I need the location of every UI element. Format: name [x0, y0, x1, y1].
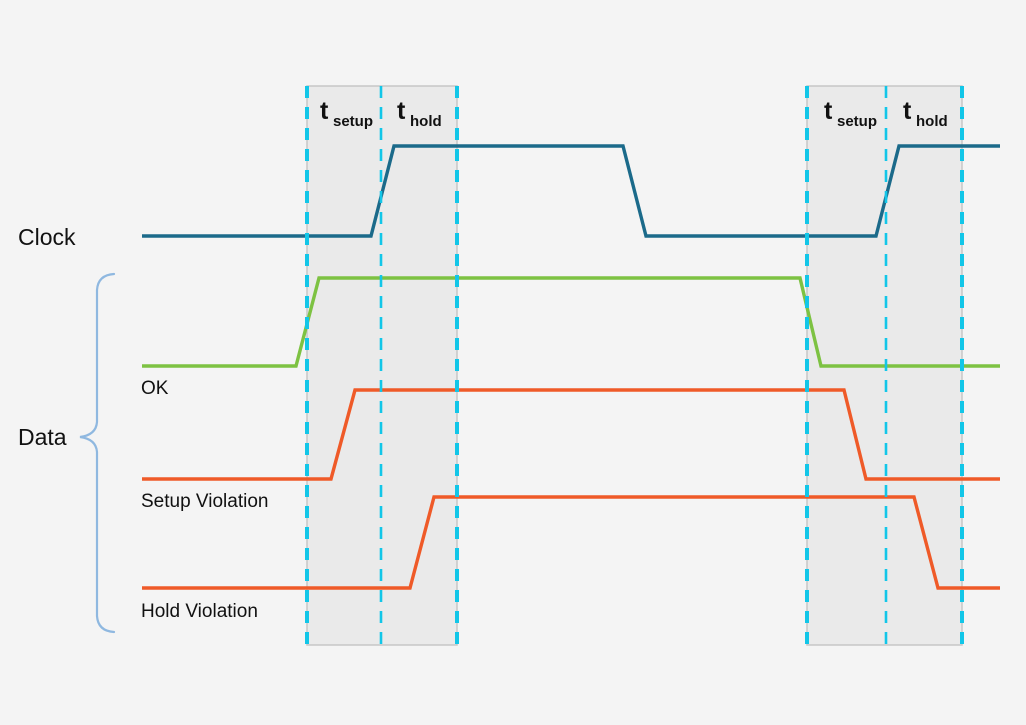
t-setup-symbol-1: t [320, 97, 329, 125]
signal-label-ok: OK [141, 378, 169, 399]
signal-label-hold-violation: Hold Violation [141, 601, 258, 622]
setup-violation-trace [142, 388, 1000, 481]
t-hold-annotation-2: t hold [903, 97, 948, 130]
t-hold-subscript-2: hold [916, 113, 948, 130]
t-setup-symbol-2: t [824, 97, 833, 125]
signal-group-label-data: Data [18, 424, 67, 450]
clock-trace [142, 144, 1000, 238]
signal-label-setup-violation: Setup Violation [141, 491, 268, 512]
t-setup-subscript-1: setup [333, 113, 373, 130]
t-hold-symbol-1: t [397, 97, 406, 125]
t-hold-subscript-1: hold [410, 113, 442, 130]
t-setup-annotation-1: t setup [320, 97, 373, 130]
hold-violation-trace [142, 495, 1000, 590]
t-hold-symbol-2: t [903, 97, 912, 125]
t-hold-annotation-1: t hold [397, 97, 442, 130]
t-setup-annotation-2: t setup [824, 97, 877, 130]
ok-trace [142, 276, 1000, 368]
t-setup-subscript-2: setup [837, 113, 877, 130]
signal-label-clock: Clock [18, 224, 76, 250]
data-bracket [79, 272, 116, 634]
